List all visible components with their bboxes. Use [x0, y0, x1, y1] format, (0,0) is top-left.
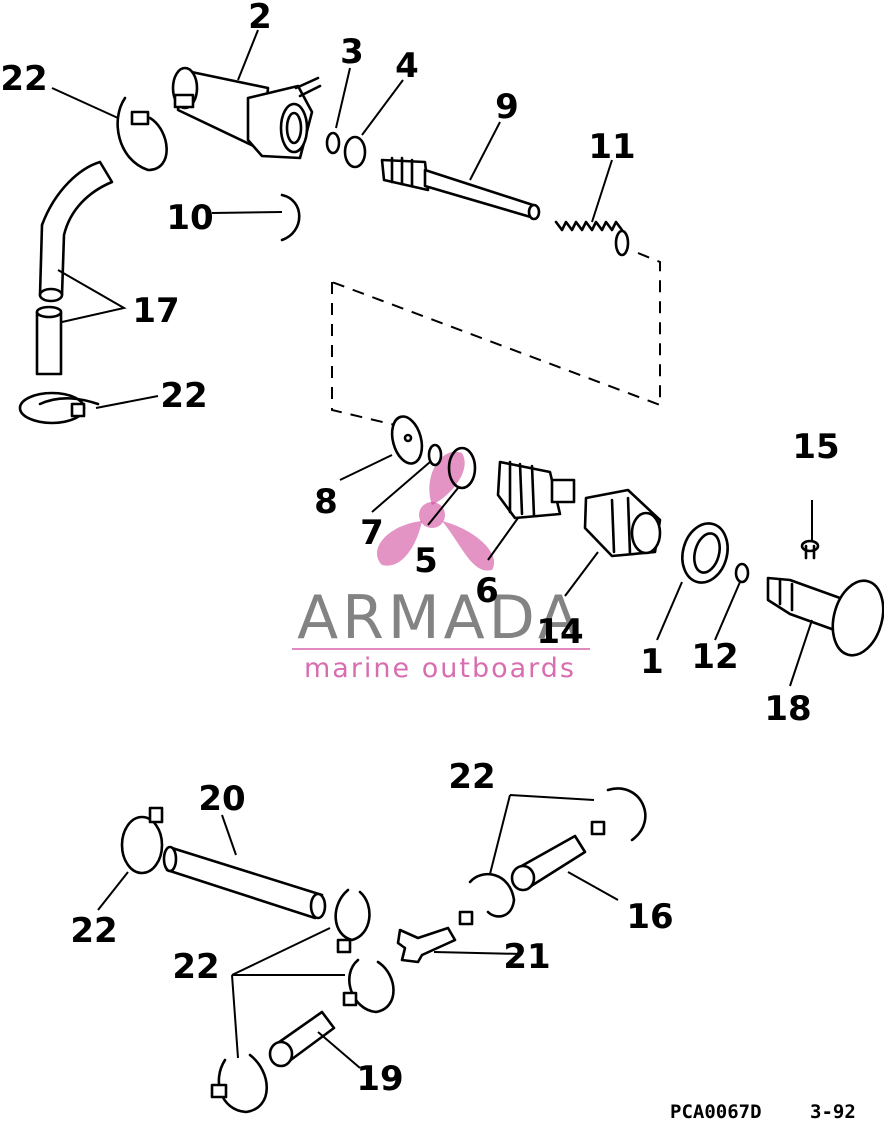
dashed-assembly-box: [331, 252, 661, 426]
clamp-22-top-left: [116, 96, 168, 172]
callout-9: 9: [495, 87, 519, 127]
callout-22-top-left: 22: [0, 59, 47, 99]
part-5-o-ring: [447, 446, 477, 490]
part-18-knob: [766, 576, 884, 657]
callout-22-mid-left: 22: [160, 376, 207, 416]
part-11-spring: [554, 220, 630, 257]
part-21-tee-fitting: [396, 926, 457, 964]
part-16-hose: [510, 834, 587, 892]
clamp-22-lower-left: [120, 806, 164, 875]
page-reference: 3-92: [810, 1101, 856, 1123]
clamp-22-lower-center: [334, 888, 395, 1014]
callout-10: 10: [166, 198, 213, 238]
part-6-valve-body: [496, 460, 576, 520]
callout-22-bottom: 22: [172, 947, 219, 987]
part-4-o-ring: [343, 135, 367, 169]
part-20-hose: [162, 845, 327, 920]
armada-watermark: ARMADA marine outboards: [292, 451, 590, 684]
part-12-o-ring: [734, 562, 750, 584]
part-2-valve-housing: [171, 66, 322, 160]
part-19-hose: [268, 1010, 336, 1068]
callout-4: 4: [395, 46, 419, 86]
callout-15: 15: [792, 427, 839, 467]
callout-16: 16: [626, 897, 673, 937]
callout-5: 5: [414, 541, 438, 581]
callout-17: 17: [132, 291, 179, 331]
leader-lines: [51, 29, 813, 1069]
drawing-code: PCA0067D: [670, 1101, 762, 1123]
part-3-o-ring: [325, 131, 341, 155]
clamp-22-bottom-left: [210, 1053, 269, 1114]
callout-7: 7: [360, 513, 384, 553]
callout-22-lower-left: 22: [70, 911, 117, 951]
callout-12: 12: [691, 637, 738, 677]
part-7-o-ring: [427, 443, 443, 467]
watermark-subtitle: marine outboards: [304, 653, 576, 684]
part-8-washer: [390, 415, 424, 465]
callout-numbers: 1 2 3 4 5 6 7 8 9 10 11 12 14 15 16 17 1…: [0, 0, 839, 1099]
watermark-title: ARMADA: [297, 583, 583, 653]
callout-6: 6: [475, 571, 499, 611]
part-1-retainer: [681, 522, 729, 584]
callout-1: 1: [640, 642, 664, 682]
part-15-screw: [800, 539, 820, 560]
part-9-valve-shaft: [380, 156, 541, 221]
callout-3: 3: [340, 32, 364, 72]
callout-11: 11: [588, 127, 635, 167]
callout-8: 8: [314, 482, 338, 522]
clamp-22-right: [458, 787, 647, 926]
callout-18: 18: [764, 689, 811, 729]
callout-19: 19: [356, 1059, 403, 1099]
part-10-clip: [280, 193, 301, 242]
clamp-22-mid-left: [18, 391, 100, 425]
callout-20: 20: [198, 779, 245, 819]
part-14-nut: [583, 488, 662, 558]
callout-22-lower-right: 22: [448, 757, 495, 797]
callout-14: 14: [536, 612, 583, 652]
callout-21: 21: [503, 937, 550, 977]
callout-2: 2: [248, 0, 272, 37]
part-17-hose: [35, 160, 114, 376]
